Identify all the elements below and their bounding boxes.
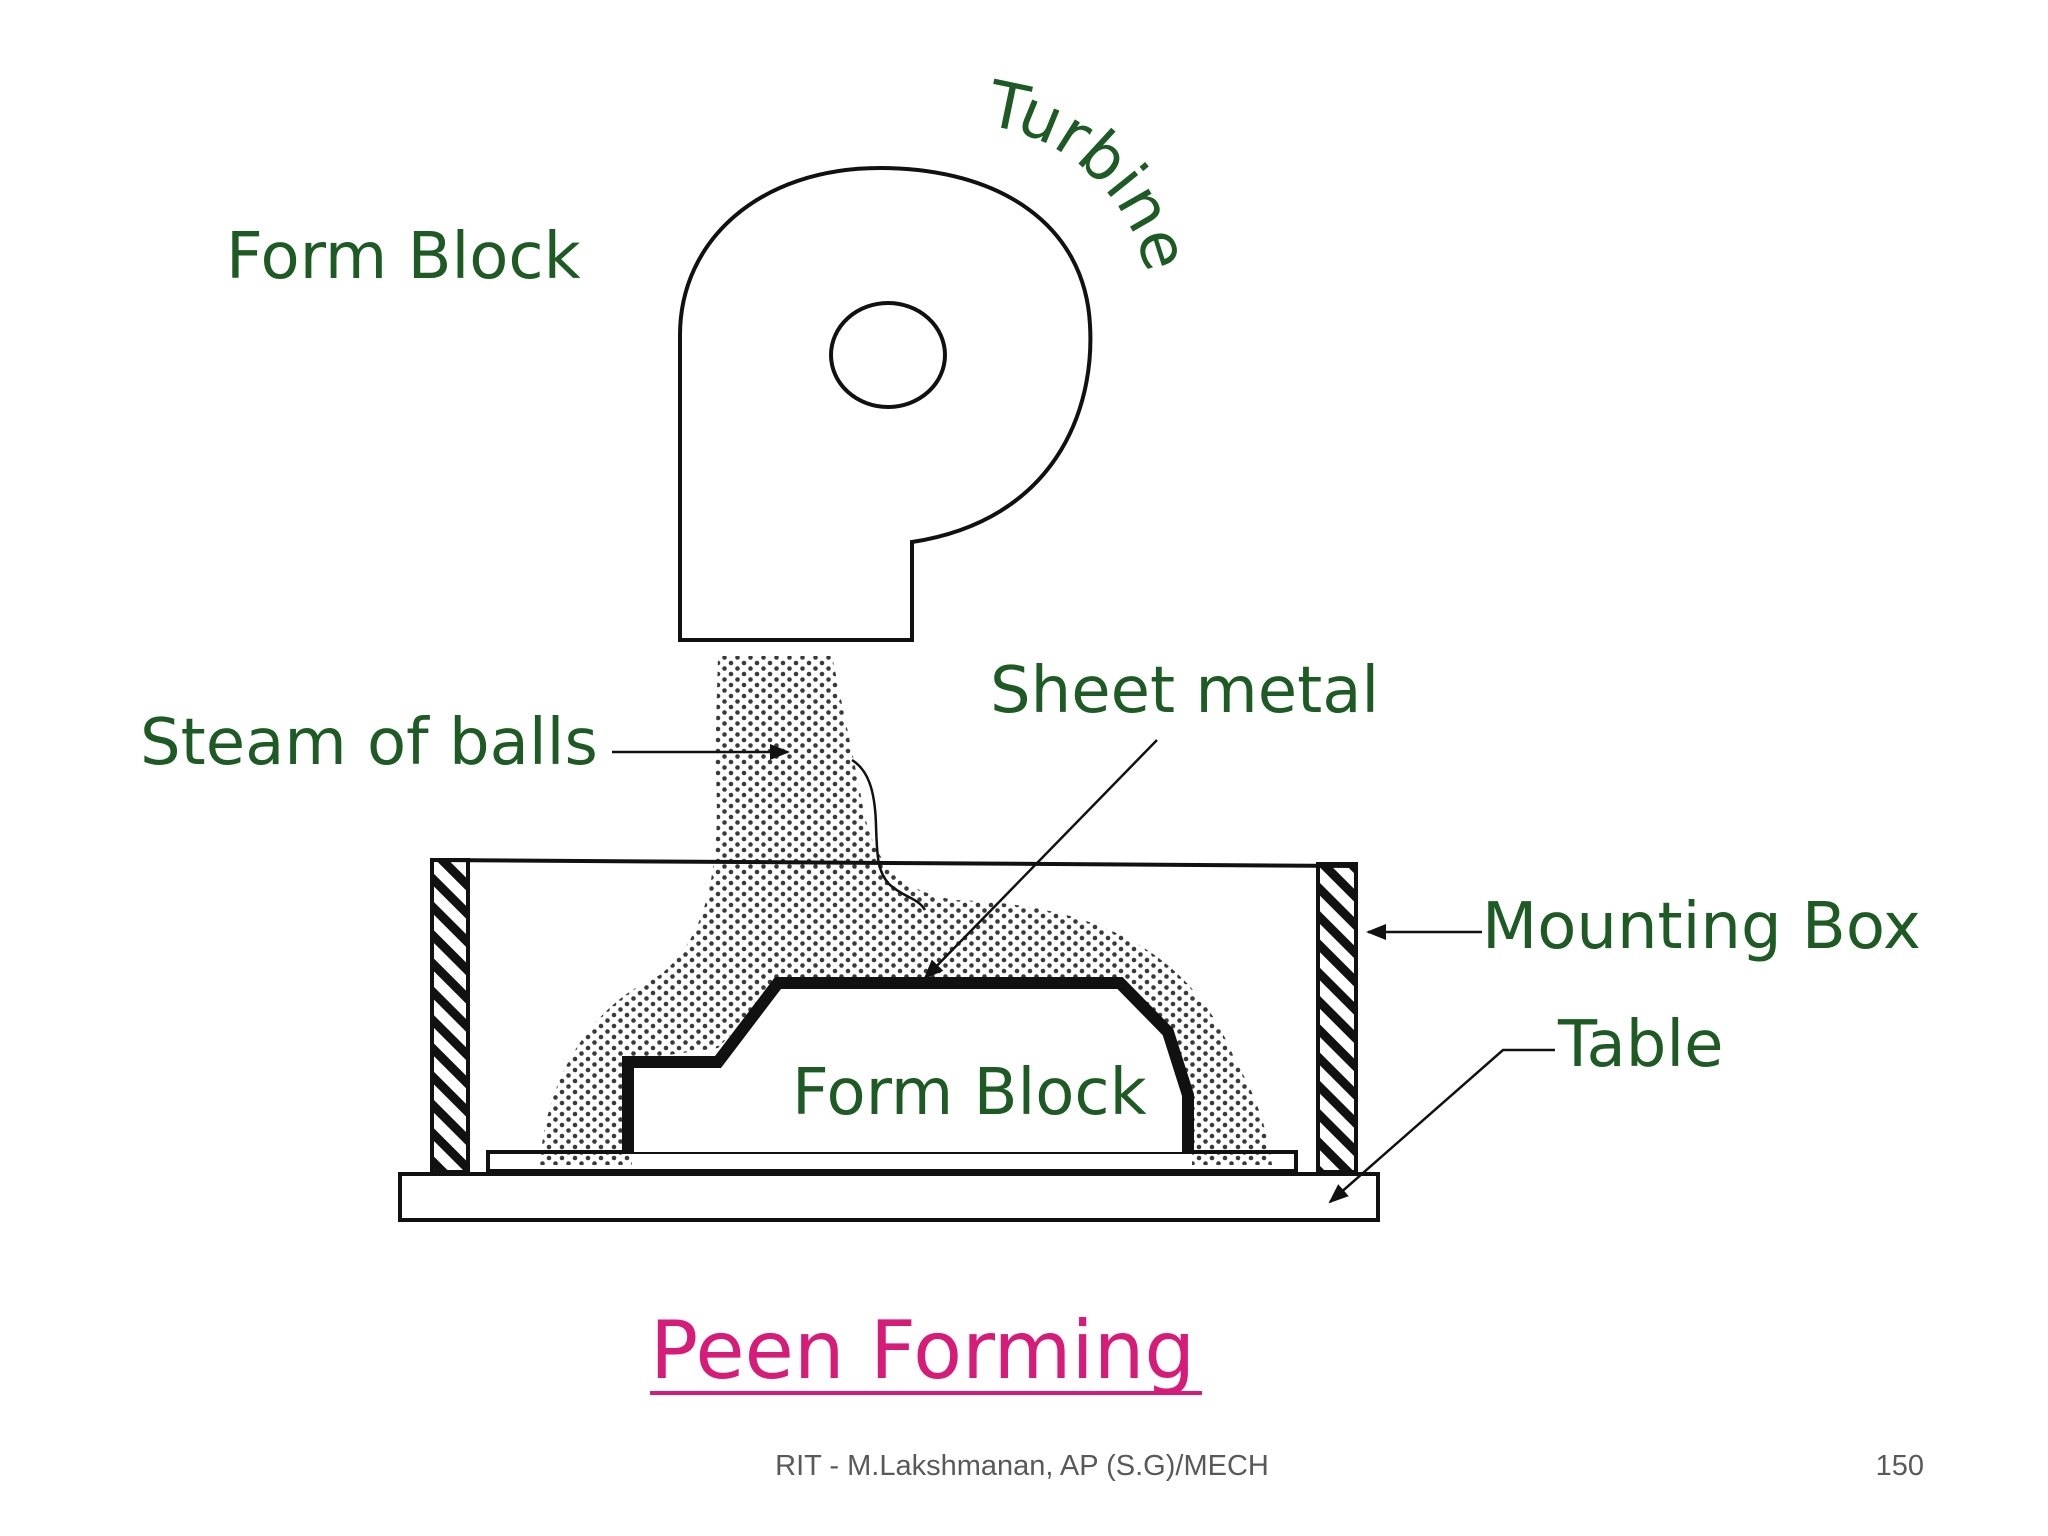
turbine-label: Turbine (981, 67, 1203, 278)
sheet-metal-label: Sheet metal (990, 654, 1379, 728)
diagram-title: Peen Forming (650, 1304, 1195, 1397)
turbine-hub (829, 301, 947, 409)
form-block-inner-label: Form Block (792, 1056, 1147, 1130)
turbine-housing (678, 165, 1093, 642)
table-leader (1328, 1048, 1555, 1204)
sheet-metal (622, 977, 1194, 1152)
table (398, 1172, 1380, 1222)
steam-of-balls-label: Steam of balls (140, 706, 598, 780)
footer-author: RIT - M.Lakshmanan, AP (S.G)/MECH (775, 1450, 1269, 1482)
mounting-box-right-wall (1316, 862, 1358, 1174)
steam-of-balls-leader-curve (851, 758, 927, 911)
shot-stream (540, 656, 1272, 1165)
sheet-metal-arrow (923, 739, 1158, 980)
mounting-box-label: Mounting Box (1482, 890, 1921, 964)
mounting-box-left-wall (430, 858, 470, 1174)
table-label: Table (1557, 1008, 1724, 1082)
form-block-top-label: Form Block (226, 220, 581, 294)
page-number: 150 (1876, 1450, 1924, 1482)
mounting-box-top-edge (431, 858, 1357, 868)
